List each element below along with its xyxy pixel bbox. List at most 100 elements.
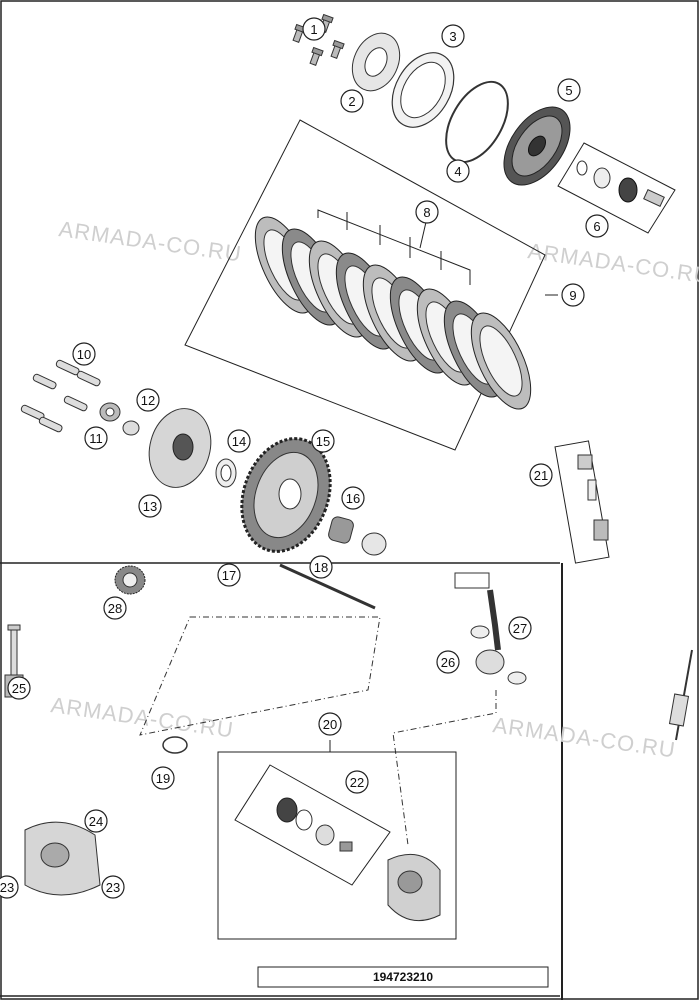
pins-part [20,359,101,433]
callout-number: 17 [222,568,236,583]
callout-circle [136,388,160,412]
callout-4: 4 [446,159,470,183]
callout-number: 5 [565,83,572,98]
callout-number: 24 [89,814,103,829]
callout-number: 19 [156,771,170,786]
callout-circle [415,200,439,224]
callout-9: 9 [561,283,585,307]
slave-cylinder-cover-part [24,821,101,896]
slave-cylinder-frame [217,740,457,940]
clutch-disc-inner [479,325,523,397]
spring-plate-part [391,52,455,128]
callout-number: 16 [346,491,360,506]
callout-19: 19 [151,766,175,790]
right-panel-part [668,649,693,741]
callout-circle [84,426,108,450]
slave-pushrod-box [554,440,610,564]
callout-circle [585,214,609,238]
callout-number: 15 [316,434,330,449]
callout-11: 11 [84,426,108,450]
callout-number: 21 [534,468,548,483]
callout-22: 22 [345,770,369,794]
reference-number: 194723210 [373,970,433,984]
callout-circle [318,712,342,736]
watermark-4: ARMADA-CO.RU [491,712,677,762]
callout-circle [7,676,31,700]
callout-number: 1 [310,22,317,37]
pushrod-part [279,563,376,610]
o-ring-small-part [162,736,188,754]
callout-circle [0,875,19,899]
callout-circle [345,770,369,794]
callout-number: 11 [89,431,103,446]
clutch-pack-frame [184,119,546,451]
callout-circle [311,429,335,453]
callout-circle [436,650,460,674]
callout-2: 2 [340,89,364,113]
callout-15: 15 [311,429,335,453]
callout-number: 2 [348,94,355,109]
callout-number: 27 [513,621,527,636]
bearing-kit-box [557,142,676,234]
thrust-washer-part [215,458,237,488]
inner-hub-part [148,408,212,488]
disc-leader-lines [317,209,558,296]
watermark-2: ARMADA-CO.RU [526,238,699,288]
callout-27: 27 [508,616,532,640]
callout-26: 26 [436,650,460,674]
callout-number: 28 [108,601,122,616]
callout-1: 1 [302,17,326,41]
callout-number: 23 [0,880,14,895]
callout-number: 25 [12,681,26,696]
callout-number: 23 [106,880,120,895]
callout-number: 12 [141,393,155,408]
callout-circle [309,555,333,579]
small-gear-part [114,565,146,595]
callout-number: 14 [232,434,246,449]
callout-circle [227,429,251,453]
callout-18: 18 [309,555,333,579]
lock-washer-part [122,420,140,436]
reference-box [257,966,549,988]
callout-10: 10 [72,342,96,366]
callout-number: 4 [454,164,461,179]
callout-number: 8 [423,205,430,220]
callout-8: 8 [415,200,439,224]
callout-20: 20 [318,712,342,736]
callout-circle [557,78,581,102]
needle-bearing-part [328,516,354,544]
callout-circle [138,494,162,518]
callout-number: 10 [77,347,91,362]
bushing-part [361,532,387,556]
callout-circle [340,89,364,113]
callout-17: 17 [217,563,241,587]
callout-number: 3 [449,29,456,44]
callout-24: 24 [84,809,108,833]
callout-3: 3 [441,24,465,48]
callout-circle [561,283,585,307]
callout-circle [446,159,470,183]
callout-circle [151,766,175,790]
callout-number: 9 [569,288,576,303]
clutch-disc-stack [254,216,532,410]
callout-number: 26 [441,655,455,670]
callout-28: 28 [103,596,127,620]
callout-23: 23 [101,875,125,899]
pushrod-kit-frame [139,616,381,736]
hose-fittings-part [454,572,527,685]
callout-number: 18 [314,560,328,575]
pressure-plate-part [503,106,571,186]
callout-number: 20 [323,717,337,732]
callout-12: 12 [136,388,160,412]
watermark-1: ARMADA-CO.RU [57,216,243,266]
callout-circle [441,24,465,48]
callout-number: 6 [593,219,600,234]
callout-6: 6 [585,214,609,238]
callout-5: 5 [557,78,581,102]
callout-number: 13 [143,499,157,514]
callout-number: 22 [350,775,364,790]
callout-circle [529,463,553,487]
